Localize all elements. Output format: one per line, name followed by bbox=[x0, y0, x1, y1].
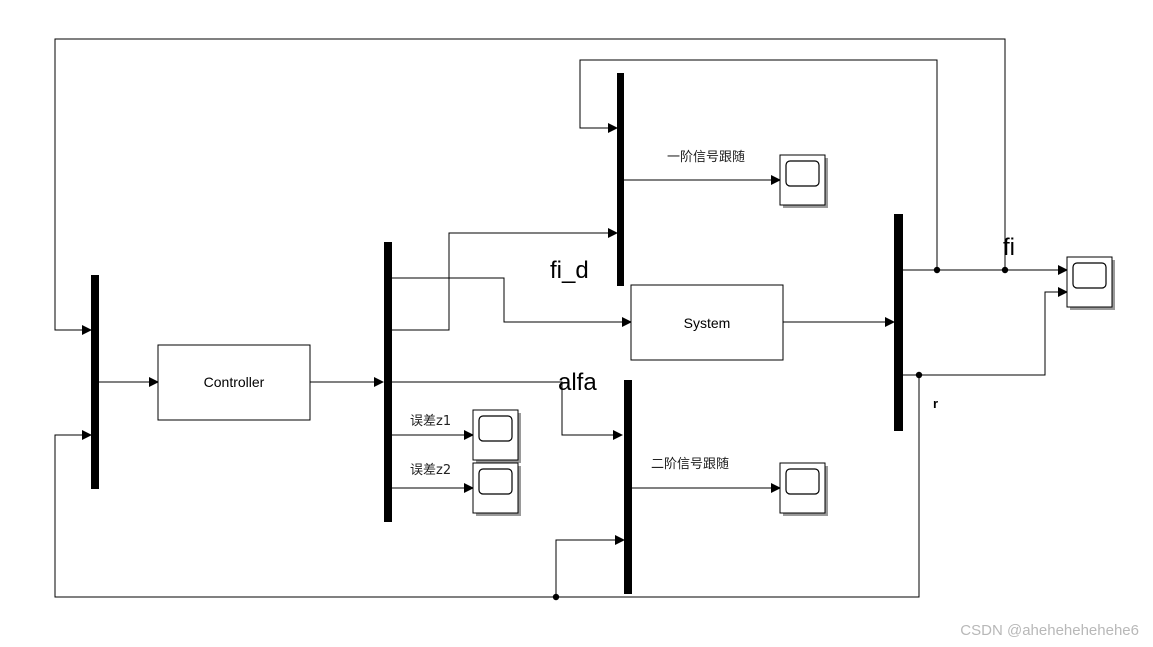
wire-r-feedback[interactable] bbox=[54, 375, 920, 598]
wire-to-system[interactable] bbox=[392, 277, 632, 327]
scope-screen-icon bbox=[1072, 262, 1107, 289]
label-fi-d: fi_d bbox=[550, 257, 589, 284]
wires bbox=[54, 38, 1068, 598]
watermark: CSDN @ahehehehehehe6 bbox=[960, 622, 1139, 639]
wire-alfa[interactable] bbox=[392, 381, 623, 440]
label-err1: 误差z1 bbox=[410, 414, 451, 429]
mux-bottom[interactable] bbox=[624, 380, 632, 594]
junction-dot bbox=[933, 266, 941, 274]
demux-right[interactable] bbox=[894, 214, 903, 431]
mux-top[interactable] bbox=[617, 73, 624, 286]
wire-fi-d[interactable] bbox=[392, 228, 618, 331]
scope-track2[interactable] bbox=[779, 462, 828, 516]
scope-err1[interactable] bbox=[472, 409, 521, 463]
scope-track1[interactable] bbox=[779, 154, 828, 208]
controller-label: Controller bbox=[204, 374, 265, 390]
junction-dot bbox=[552, 593, 560, 601]
label-err2: 误差z2 bbox=[410, 463, 451, 478]
label-alfa: alfa bbox=[558, 369, 597, 396]
scope-screen-icon bbox=[785, 468, 820, 495]
controller-block[interactable]: Controller bbox=[157, 344, 311, 421]
wire-fi-feedback-inner[interactable] bbox=[579, 59, 938, 270]
demux-controller[interactable] bbox=[384, 242, 392, 522]
scope-screen-icon bbox=[478, 468, 513, 495]
scope-err2[interactable] bbox=[472, 462, 521, 516]
wire-fi-feedback-outer[interactable] bbox=[54, 38, 1006, 335]
wire-r-to-scope[interactable] bbox=[903, 287, 1068, 376]
junction-dot bbox=[915, 371, 923, 379]
junction-dot bbox=[1001, 266, 1009, 274]
system-block[interactable]: System bbox=[630, 284, 784, 361]
label-track1: 一阶信号跟随 bbox=[667, 150, 745, 165]
label-r: r bbox=[933, 396, 938, 411]
scope-screen-icon bbox=[478, 415, 513, 442]
label-fi: fi bbox=[1003, 234, 1015, 261]
scope-output[interactable] bbox=[1066, 256, 1115, 310]
scope-screen-icon bbox=[785, 160, 820, 187]
wire-r-to-mux[interactable] bbox=[555, 535, 625, 597]
mux-left[interactable] bbox=[91, 275, 99, 489]
label-track2: 二阶信号跟随 bbox=[651, 457, 729, 472]
system-label: System bbox=[684, 315, 731, 331]
junctions bbox=[552, 266, 1009, 601]
